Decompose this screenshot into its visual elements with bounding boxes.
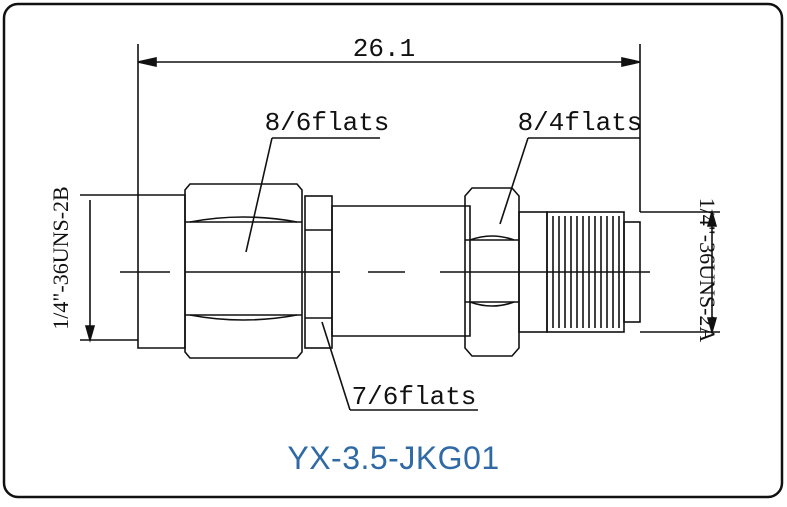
- flats-label-left: 8/6flats: [265, 108, 390, 138]
- thread-label-right: 1/4"-36UNS-2A: [695, 198, 720, 343]
- thread-label-left: 1/4"-36UNS-2B: [48, 186, 73, 329]
- flats-label-bottom: 7/6flats: [352, 382, 477, 412]
- flats-label-right: 8/4flats: [518, 108, 643, 138]
- dimension-length-label: 26.1: [353, 34, 415, 64]
- connector-outline: [80, 44, 720, 411]
- outer-border: [2, 2, 784, 499]
- part-number-caption: YX-3.5-JKG01: [287, 440, 500, 476]
